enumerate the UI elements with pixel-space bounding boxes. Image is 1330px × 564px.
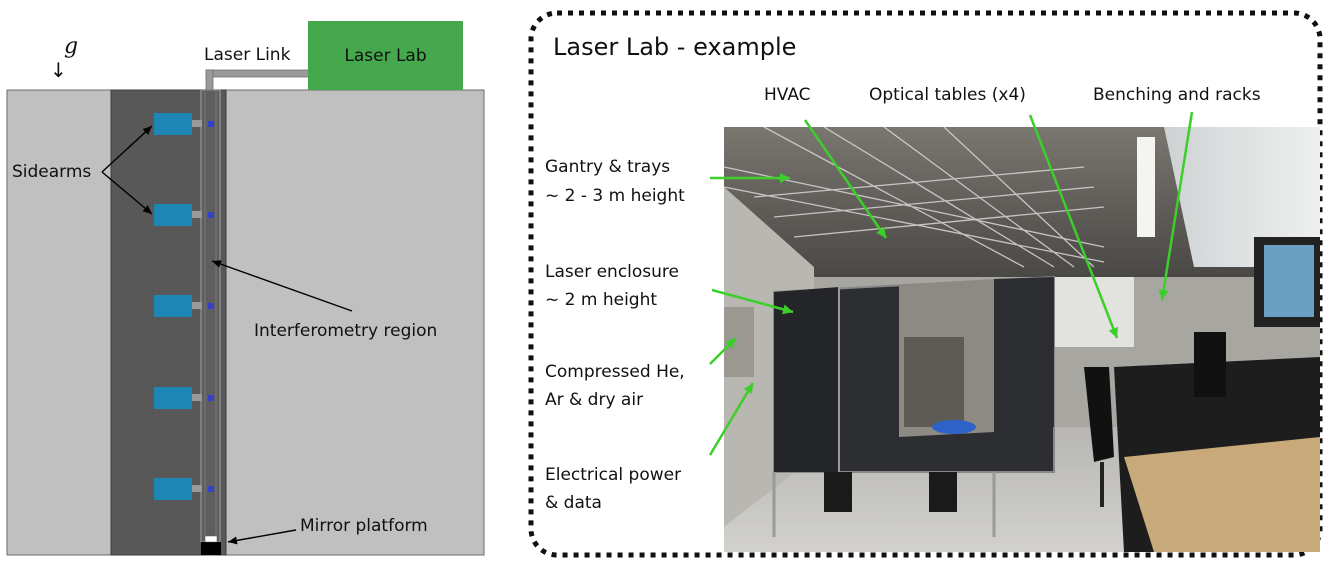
mirror-platform-label: Mirror platform xyxy=(300,516,428,536)
enclosure-label-line2: ~ 2 m height xyxy=(545,290,658,310)
panel-title: Laser Lab - example xyxy=(553,33,797,61)
compressed-label-line2: Ar & dry air xyxy=(545,390,644,410)
gravity-symbol: g xyxy=(64,34,79,59)
electrical-label-line2: & data xyxy=(545,493,602,513)
electrical-label-line1: Electrical power xyxy=(545,465,682,485)
shaft-diagram xyxy=(6,21,485,556)
laser-link-down xyxy=(205,69,214,91)
gravity-arrow: ↓ xyxy=(50,58,67,82)
hvac-label: HVAC xyxy=(764,85,811,105)
lab-photo xyxy=(724,127,1320,552)
interferometry-label: Interferometry region xyxy=(254,321,438,341)
enclosure-label-line1: Laser enclosure xyxy=(545,262,680,282)
sidearms-arrow xyxy=(101,171,153,215)
interferometry-arrow xyxy=(211,260,353,312)
benching-label: Benching and racks xyxy=(1093,85,1261,105)
gantry-label-line1: Gantry & trays xyxy=(545,157,671,177)
sidearm xyxy=(154,204,214,226)
sidearm xyxy=(154,113,214,135)
mirror-top xyxy=(204,535,218,543)
sidearms-arrow xyxy=(101,125,153,173)
laser-lab-box xyxy=(308,21,463,90)
gantry-label-line2: ~ 2 - 3 m height xyxy=(545,186,685,206)
mirror-platform xyxy=(201,542,221,555)
sidearm xyxy=(154,295,214,317)
sidearms-label: Sidearms xyxy=(12,162,92,182)
sidearm xyxy=(154,387,214,409)
mirror-arrow xyxy=(227,529,297,545)
compressed-label-line1: Compressed He, xyxy=(545,362,685,382)
sidearm xyxy=(154,478,214,500)
optical-tables-label: Optical tables (x4) xyxy=(869,85,1026,105)
ground-block xyxy=(6,89,485,556)
lab-photo-illustration xyxy=(724,127,1320,552)
laser-lab-box-label: Laser Lab xyxy=(344,46,427,66)
laser-link-label: Laser Link xyxy=(204,45,291,65)
